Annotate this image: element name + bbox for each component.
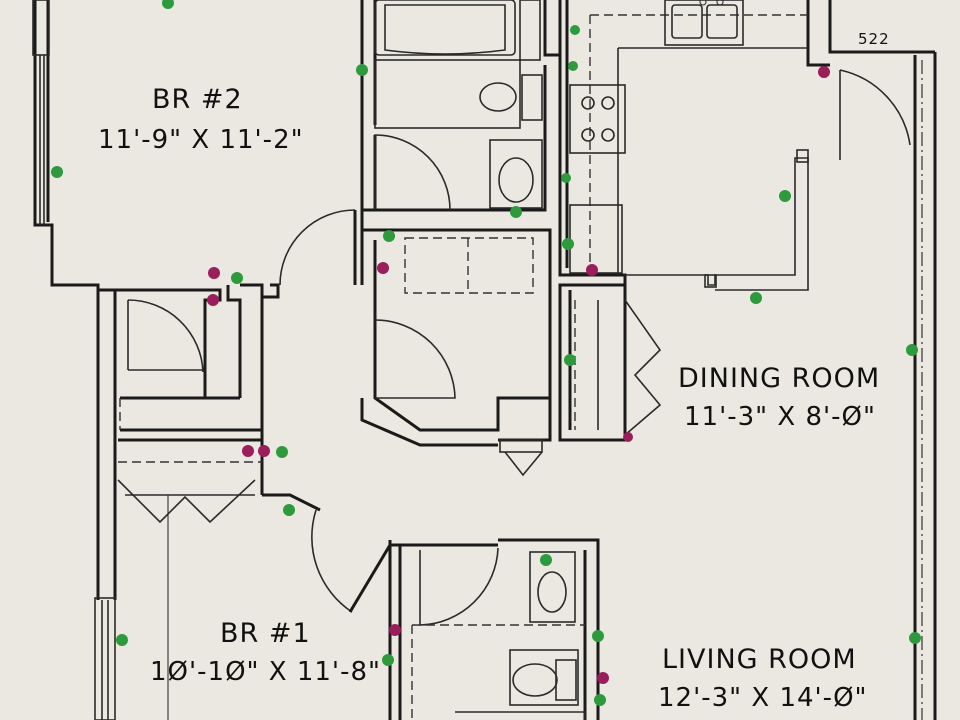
- living-room-dimensions: 12'-3" X 14'-Ø": [658, 683, 868, 713]
- kitchen: [558, 0, 911, 291]
- br2-label: BR #2: [152, 84, 243, 115]
- hall-door: [260, 209, 364, 440]
- br2-dimensions: 11'-9" X 11'-2": [98, 125, 304, 155]
- br1-label: BR #1: [220, 618, 311, 649]
- closet-br2: [115, 283, 264, 432]
- closet-bifold: [117, 438, 400, 613]
- bathroom-bottom: [388, 538, 600, 720]
- sheet-number: 522: [858, 30, 890, 48]
- marker-dots: [51, 0, 921, 706]
- laundry-closet: [360, 228, 552, 477]
- br1-dimensions: 1Ø'-1Ø" X 11'-8": [150, 657, 381, 687]
- living-room-label: LIVING ROOM: [662, 644, 857, 675]
- dining-room-label: DINING ROOM: [678, 363, 880, 394]
- bathroom-top: [360, 0, 562, 212]
- dining-room-dimensions: 11'-3" X 8'-Ø": [684, 402, 876, 432]
